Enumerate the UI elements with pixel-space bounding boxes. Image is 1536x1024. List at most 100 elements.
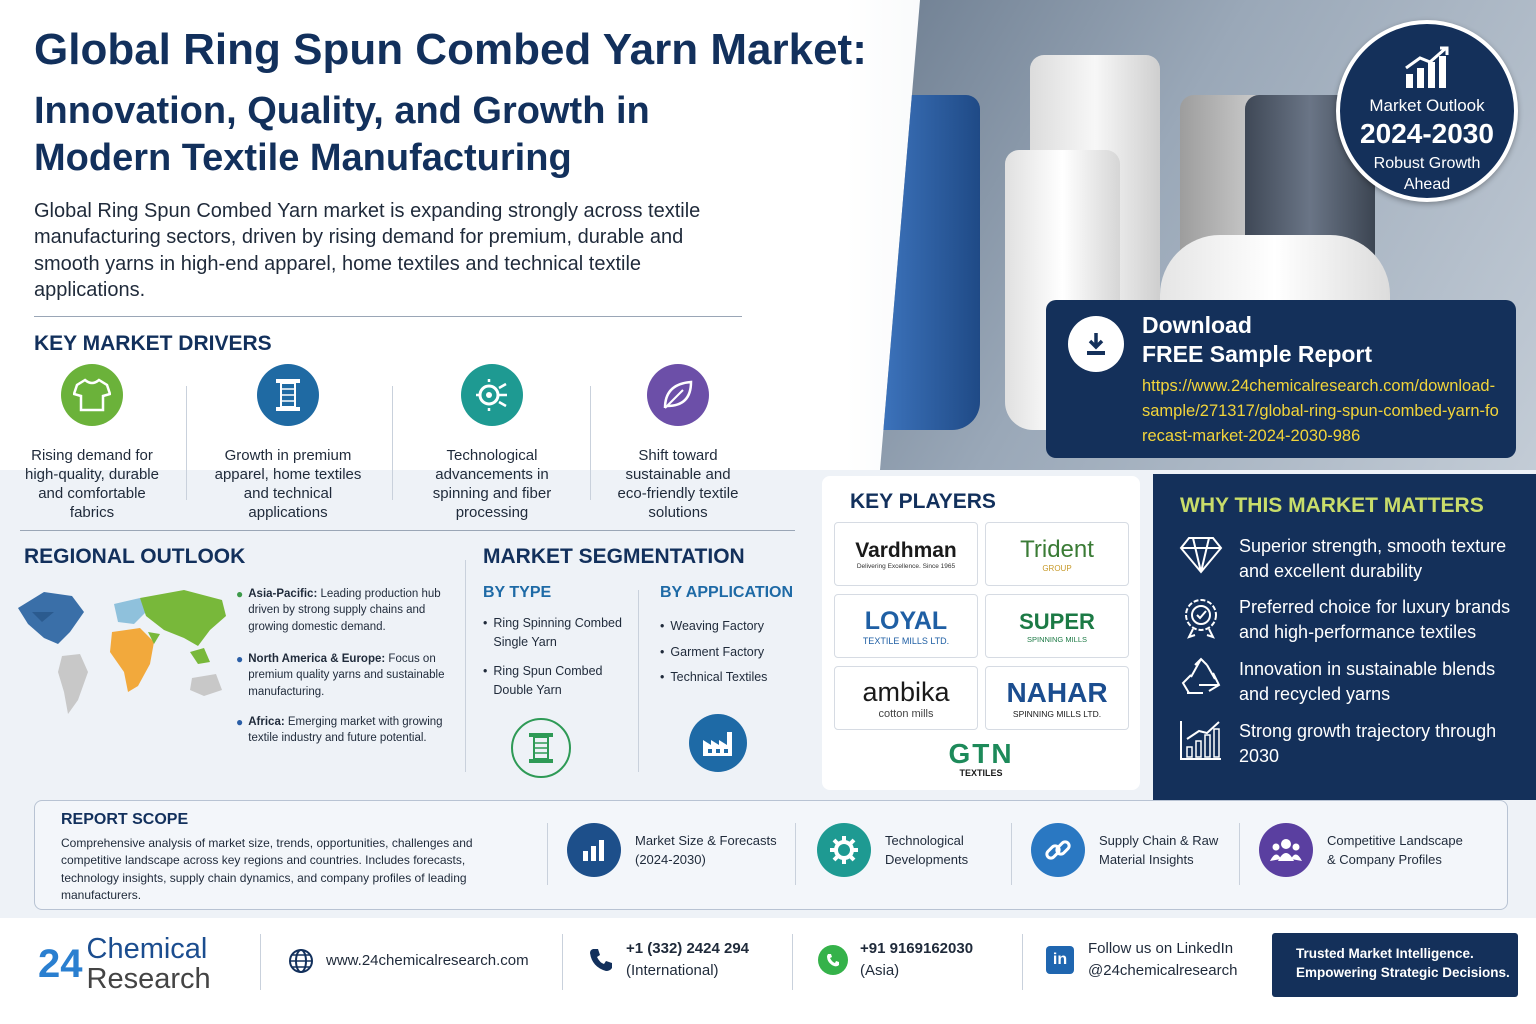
market-outlook-badge: Market Outlook 2024-2030 Robust Growth A… [1336,20,1518,202]
why-text-2: Preferred choice for luxury brands and h… [1239,597,1511,643]
logo-sub: cotton mills [878,707,934,720]
logo-name: LOYAL [864,606,948,635]
region-text-2: Focus on premium quality yarns and susta… [248,653,445,698]
website-link[interactable]: www.24chemicalresearch.com [326,952,529,970]
factory-icon [689,714,747,772]
link-icon [1031,823,1085,877]
download-title-2: FREE Sample Report [1142,341,1373,367]
players-heading: KEY PLAYERS [850,490,996,513]
linkedin-label: Follow us on LinkedIn [1088,940,1234,957]
why-item-2: Preferred choice for luxury brands and h… [1179,595,1519,645]
region-name-3: Africa: [248,716,285,728]
outlook-label: Market Outlook [1369,96,1485,115]
scope-text-4a: Competitive Landscape [1327,832,1463,848]
phone-contact[interactable]: +1 (332) 2424 294(International) [588,938,749,982]
scope-text: Comprehensive analysis of market size, t… [61,836,473,903]
divider [562,934,563,990]
report-scope-panel: REPORT SCOPE Comprehensive analysis of m… [34,800,1508,910]
tshirt-icon [61,364,123,426]
driver-text-4: Shift toward sustainable and eco-friendl… [617,447,739,522]
divider [260,934,261,990]
globe-icon [289,949,313,973]
driver-text-2: Growth in premium apparel, home textiles… [214,447,362,522]
outlook-sub: Robust Growth Ahead [1373,155,1481,193]
spool-icon [511,718,571,778]
why-item-1: Superior strength, smooth texture and ex… [1179,534,1519,584]
driver-item-1: Rising demand for high-quality, durable … [2,364,182,522]
linkedin-icon: in [1046,945,1074,974]
driver-text-3: Technological advancements in spinning a… [432,447,552,522]
whatsapp-contact[interactable]: +91 9169162030(Asia) [818,938,973,982]
region-text-3: Emerging market with growing textile ind… [248,716,443,745]
why-text-1: Superior strength, smooth texture and ex… [1239,536,1507,582]
divider [1239,823,1240,885]
scope-text-1b: (2024-2030) [635,852,706,867]
diamond-icon [1179,534,1225,579]
application-item: •Technical Textiles [660,670,768,685]
whatsapp-number[interactable]: +91 9169162030 [860,940,974,957]
website-contact[interactable]: www.24chemicalresearch.com [288,948,529,974]
region-name-1: Asia-Pacific: [248,588,318,600]
brand-line-1: Chemical [86,933,208,965]
logo-ambika: ambika cotton mills [834,666,978,730]
logo-name: SUPER [1019,608,1095,634]
phone-number[interactable]: +1 (332) 2424 294 [626,940,750,957]
scope-item-1: Market Size & Forecasts (2024-2030) [567,823,777,877]
divider [795,823,796,885]
why-market-matters-panel: WHY THIS MARKET MATTERS Superior strengt… [1153,474,1536,800]
scope-text-2b: Developments [885,852,969,867]
logo-sub: SPINNING MILLS [1026,634,1087,644]
scope-heading: REPORT SCOPE [61,811,189,828]
tagline-2: Empowering Strategic Decisions. [1296,964,1510,980]
divider [1011,823,1012,885]
region-item-3: ● Africa: Emerging market with growing t… [236,714,456,747]
segmentation-heading: MARKET SEGMENTATION [483,545,745,568]
download-sample-box[interactable]: Download FREE Sample Report https://www.… [1046,300,1516,458]
logo-gtn: GTN TEXTILES [909,738,1053,779]
divider [34,316,742,317]
divider [590,386,591,500]
logo-sub: Delivering Excellence. Since 1965 [856,562,956,570]
gear-icon [817,823,871,877]
logo-name: NAHAR [1006,677,1108,708]
type-item-1: •Ring Spinning Combed Single Yarn [483,614,628,653]
region-name-2: North America & Europe: [248,653,386,665]
phone-icon [590,948,612,971]
logo-sub: TEXTILE MILLS LTD. [862,635,950,646]
brand-logo: 24 Chemical Research [38,934,211,995]
application-text: Garment Factory [670,644,765,659]
download-link[interactable]: https://www.24chemicalresearch.com/downl… [1142,377,1499,445]
gear-circuit-icon [461,364,523,426]
page-title: Global Ring Spun Combed Yarn Market: [34,25,867,74]
drivers-heading: KEY MARKET DRIVERS [34,332,272,355]
logo-vardhman: Vardhman Delivering Excellence. Since 19… [834,522,978,586]
region-text-1: Leading production hub driven by strong … [248,588,441,633]
by-application-heading: BY APPLICATION [660,584,794,601]
map-pin-icon: ● [236,587,244,601]
key-players-panel: KEY PLAYERS Vardhman Delivering Excellen… [822,476,1140,790]
type-item-2: •Ring Spun Combed Double Yarn [483,662,628,701]
why-item-3: Innovation in sustainable blends and rec… [1179,657,1519,707]
application-text: Technical Textiles [670,670,768,685]
logo-name: GTN [948,738,1014,769]
divider [186,386,187,500]
linkedin-handle[interactable]: @24chemicalresearch [1088,961,1238,979]
logo-sub: TEXTILES [959,768,1003,778]
divider [465,560,466,772]
scope-text-1a: Market Size & Forecasts [635,832,777,848]
bar-chart-icon [567,823,621,877]
why-text-4: Strong growth trajectory through 2030 [1239,721,1497,767]
world-map-icon [14,582,234,722]
download-icon[interactable] [1068,316,1124,372]
download-title-1: Download [1142,312,1252,338]
why-heading: WHY THIS MARKET MATTERS [1180,494,1484,517]
application-text: Weaving Factory [670,619,764,633]
by-type-heading: BY TYPE [483,584,552,601]
logo-loyal: LOYAL TEXTILE MILLS LTD. [834,594,978,658]
recycle-icon [1179,657,1225,704]
linkedin-contact[interactable]: in Follow us on LinkedIn @24chemicalresea… [1046,938,1237,982]
brand-number: 24 [38,941,83,986]
driver-item-3: Technological advancements in spinning a… [402,364,582,522]
